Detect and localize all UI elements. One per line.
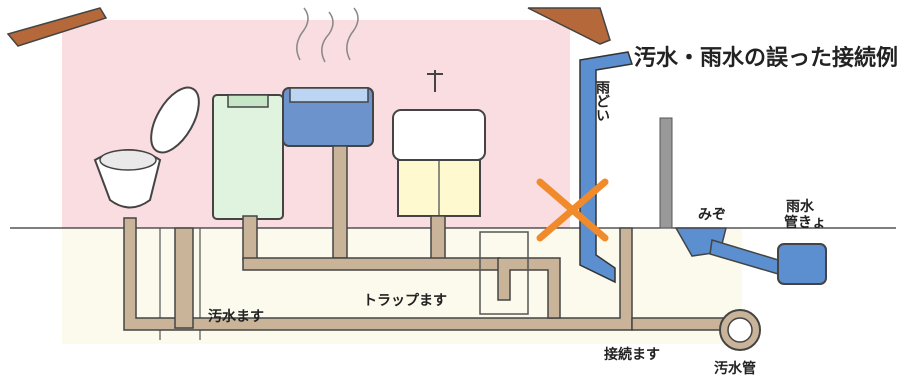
sink-illustration (392, 70, 486, 217)
label-ditch: みぞ (698, 207, 726, 223)
label-rain-gutter: 雨どい (594, 80, 610, 122)
label-sewer-pipe: 汚水管 (714, 361, 756, 377)
rain-pipe-basin (777, 243, 827, 285)
bathtub-illustration (282, 7, 374, 147)
label-trap-basin: トラップます (363, 293, 447, 309)
trap-basin-outline (479, 231, 529, 315)
wall-post (659, 117, 673, 229)
wrong-connection-mark (536, 178, 609, 242)
label-rain-pipe-2: 管きょ (784, 215, 826, 231)
diagram-title: 汚水・雨水の誤った接続例 (634, 46, 899, 71)
toilet-illustration (93, 86, 200, 209)
washing-machine-illustration (212, 94, 284, 220)
roof-right (527, 7, 611, 45)
label-connection-basin: 接続ます (604, 347, 660, 363)
sewer-main-inner (727, 317, 753, 343)
label-sewage-basin: 汚水ます (208, 309, 264, 325)
label-rain-pipe-1: 雨水 (786, 199, 814, 215)
roof-left (6, 7, 108, 47)
sewage-pipes (123, 145, 729, 331)
